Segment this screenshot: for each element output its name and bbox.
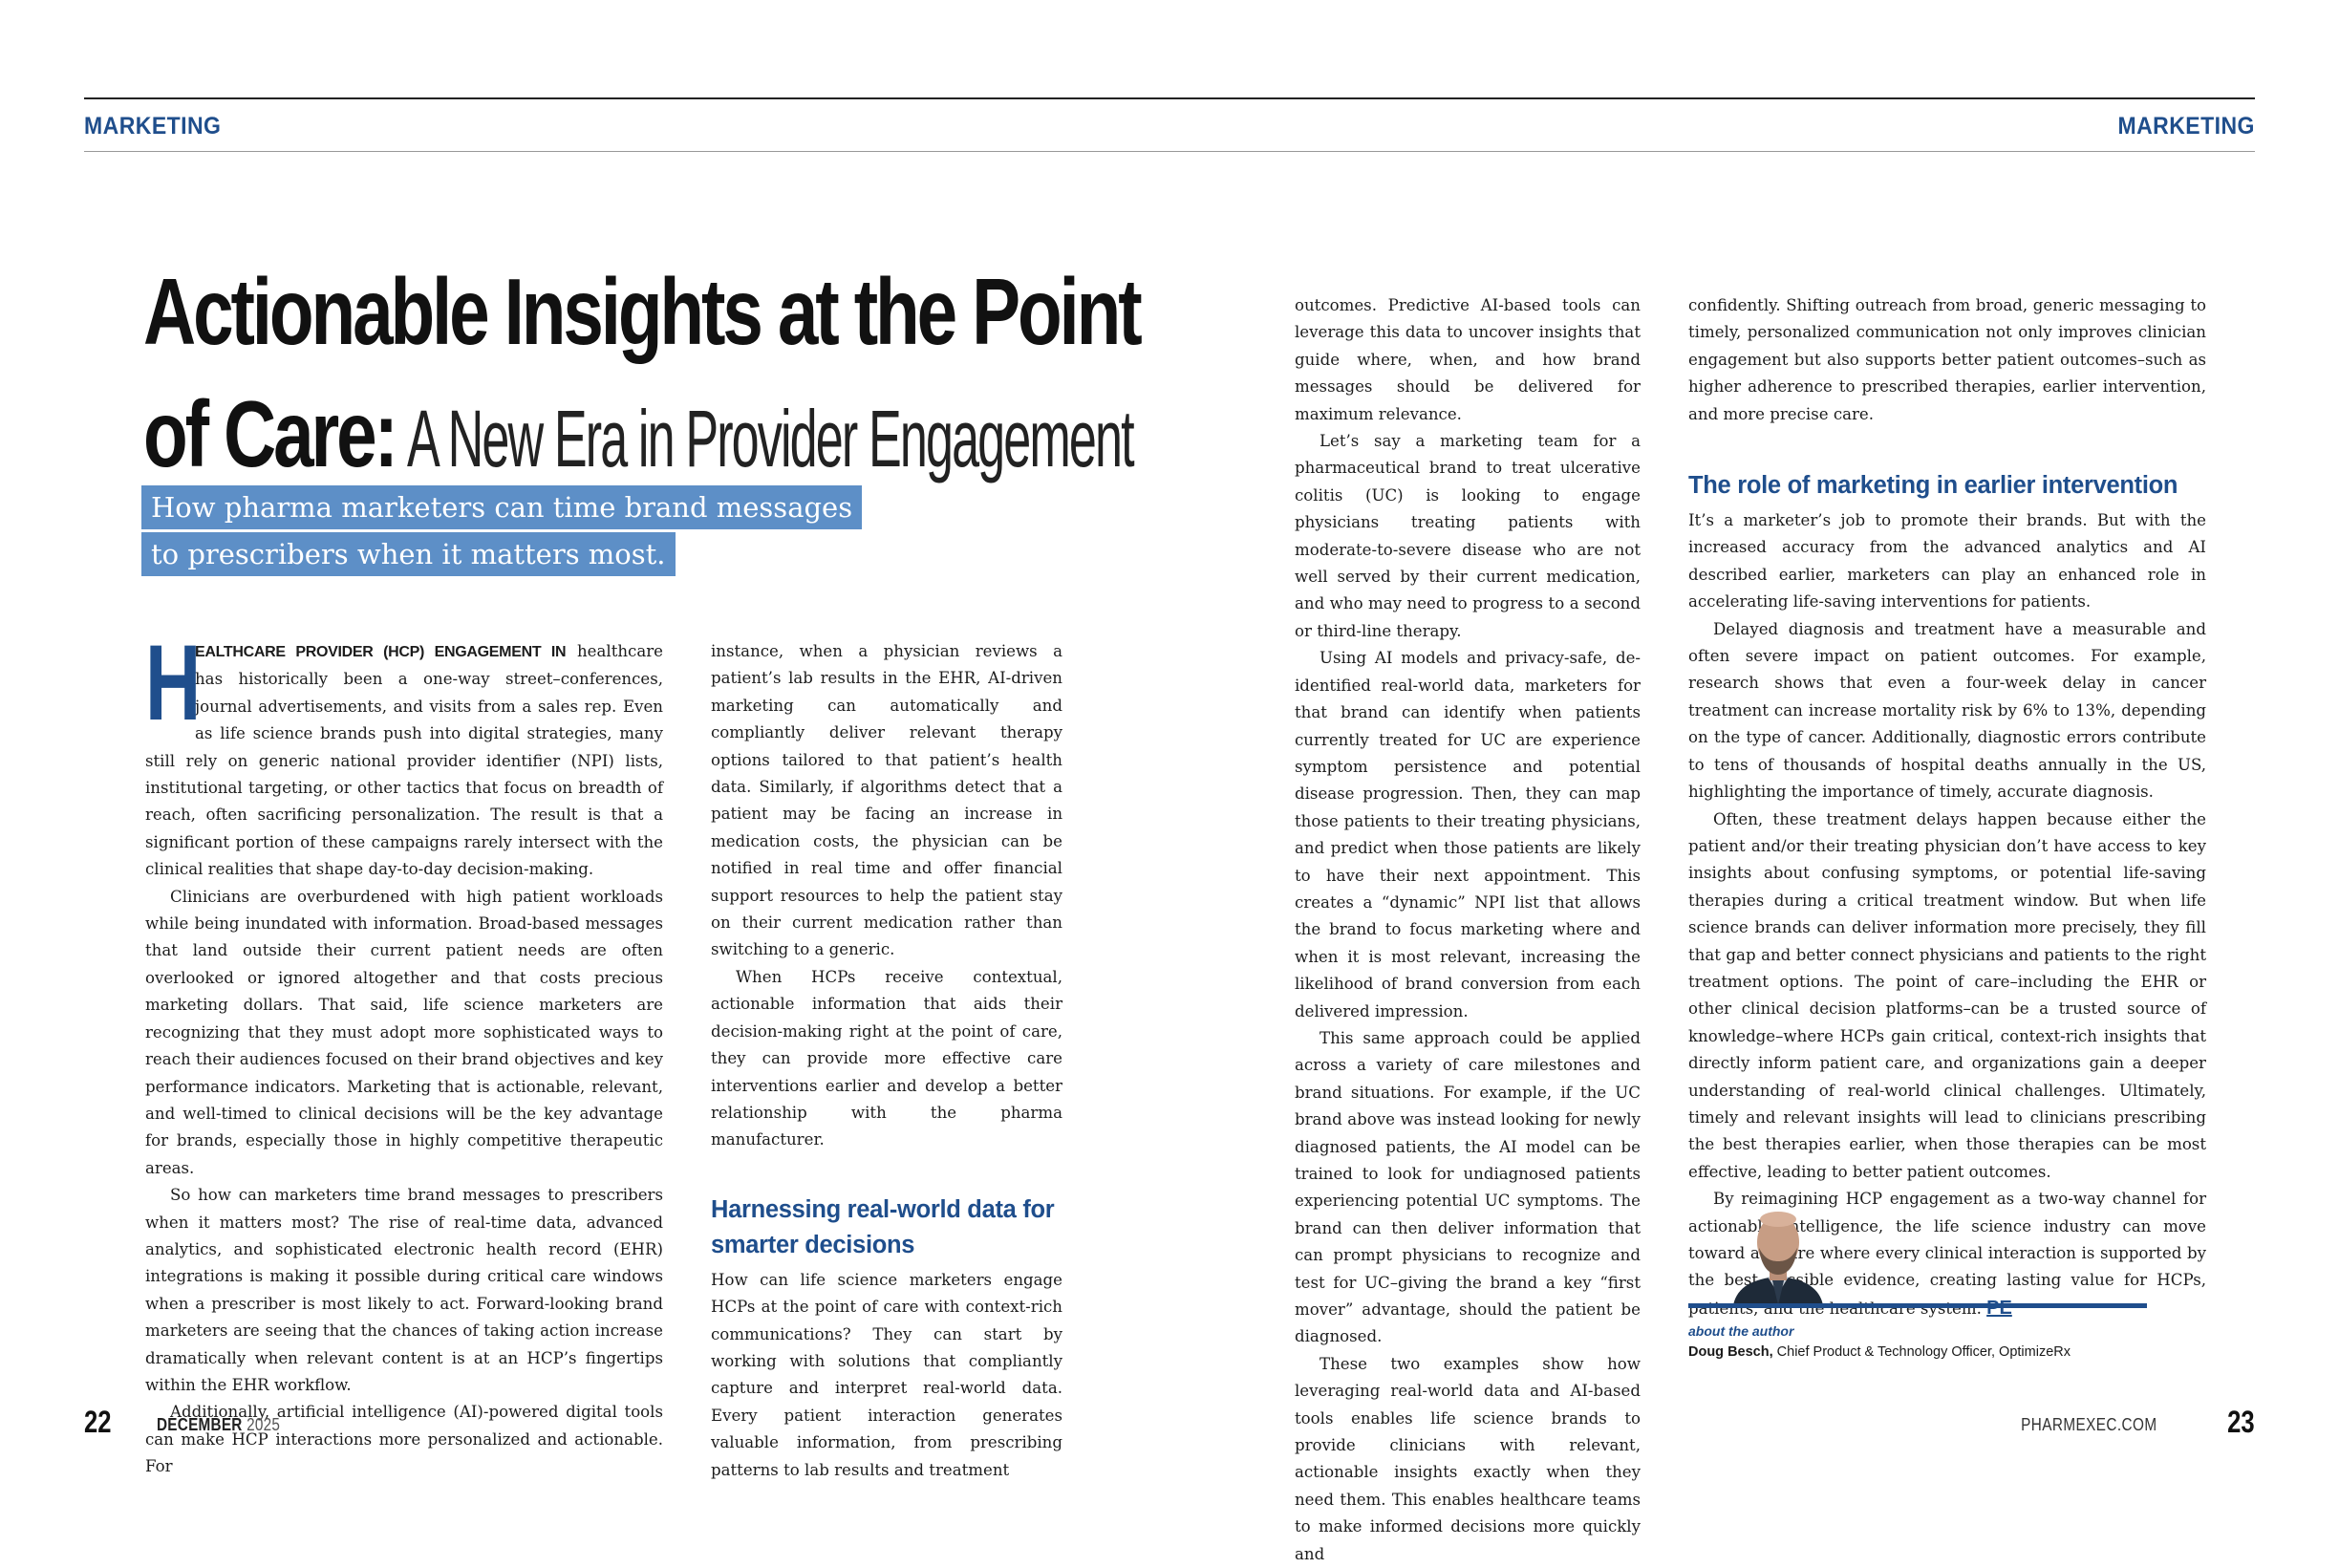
subtitle-line2: to prescribers when it matters most. [141,532,676,576]
body-column-3: outcomes. Predictive AI-based tools can … [1295,292,1641,1568]
title-light: A New Era in Provider Engagement [407,394,1135,483]
paragraph-11: This same approach could be applied acro… [1295,1028,1641,1346]
subhead-real-world-data: Harnessing real-world data for smarter d… [711,1195,1055,1258]
author-photo [1726,1206,1831,1305]
paragraph-5: instance, when a physician reviews a pat… [711,642,1062,959]
drop-cap: H [145,623,202,742]
paragraph-10: Using AI models and privacy-safe, de-ide… [1295,649,1641,1020]
page-number-right: 23 [2227,1405,2255,1439]
body-column-2: instance, when a physician reviews a pat… [711,638,1062,1484]
paragraph-4: Additionally, artificial intelligence (A… [145,1403,663,1476]
header-bottom-rule [84,151,2255,152]
about-author-label: about the author [1688,1323,1794,1339]
author-role: Chief Product & Technology Officer, Opti… [1772,1344,2071,1360]
article-title: Actionable Insights at the Point of Care… [143,250,1143,495]
paragraph-15: Delayed diagnosis and treatment have a m… [1688,619,2206,802]
subtitle-line1: How pharma marketers can time brand mess… [141,485,863,529]
paragraph-3: So how can marketers time brand messages… [145,1186,663,1394]
author-divider [1688,1303,2147,1308]
paragraph-16: Often, these treatment delays happen bec… [1688,809,2206,1181]
title-bold-line1: Actionable Insights at the Point [143,259,1143,364]
section-label-right: MARKETING [2117,113,2255,140]
paragraph-17: By reimagining HCP engagement as a two-w… [1688,1190,2206,1319]
subhead-earlier-intervention: The role of marketing in earlier interve… [1688,472,2178,500]
paragraph-13: confidently. Shifting outreach from broa… [1688,296,2206,423]
article-subtitle: How pharma marketers can time brand mess… [141,485,863,579]
paragraph-14: It’s a marketer’s job to promote their b… [1688,511,2206,612]
page-number-left: 22 [84,1405,112,1439]
paragraph-8: outcomes. Predictive AI-based tools can … [1295,296,1641,423]
paragraph-2: Clinicians are overburdened with high pa… [145,887,663,1177]
paragraph-9: Let’s say a marketing team for a pharmac… [1295,432,1641,640]
paragraph-12: These two examples show how leveraging r… [1295,1354,1641,1563]
issue-date: DECEMBER 2025 [157,1415,281,1434]
paragraph-6: When HCPs receive contextual, actionable… [711,967,1062,1149]
header-top-rule [84,97,2255,99]
site-url: PHARMEXEC.COM [2021,1415,2157,1434]
author-name: Doug Besch, [1688,1344,1773,1360]
lead-in: EALTHCARE PROVIDER (HCP) ENGAGEMENT IN [195,644,567,660]
body-column-4: confidently. Shifting outreach from broa… [1688,292,2206,1322]
paragraph-7: How can life science marketers engage HC… [711,1270,1062,1479]
section-label-left: MARKETING [84,113,222,140]
author-byline: Doug Besch, Chief Product & Technology O… [1688,1344,2071,1360]
title-bold-line2: of Care: [143,381,398,486]
